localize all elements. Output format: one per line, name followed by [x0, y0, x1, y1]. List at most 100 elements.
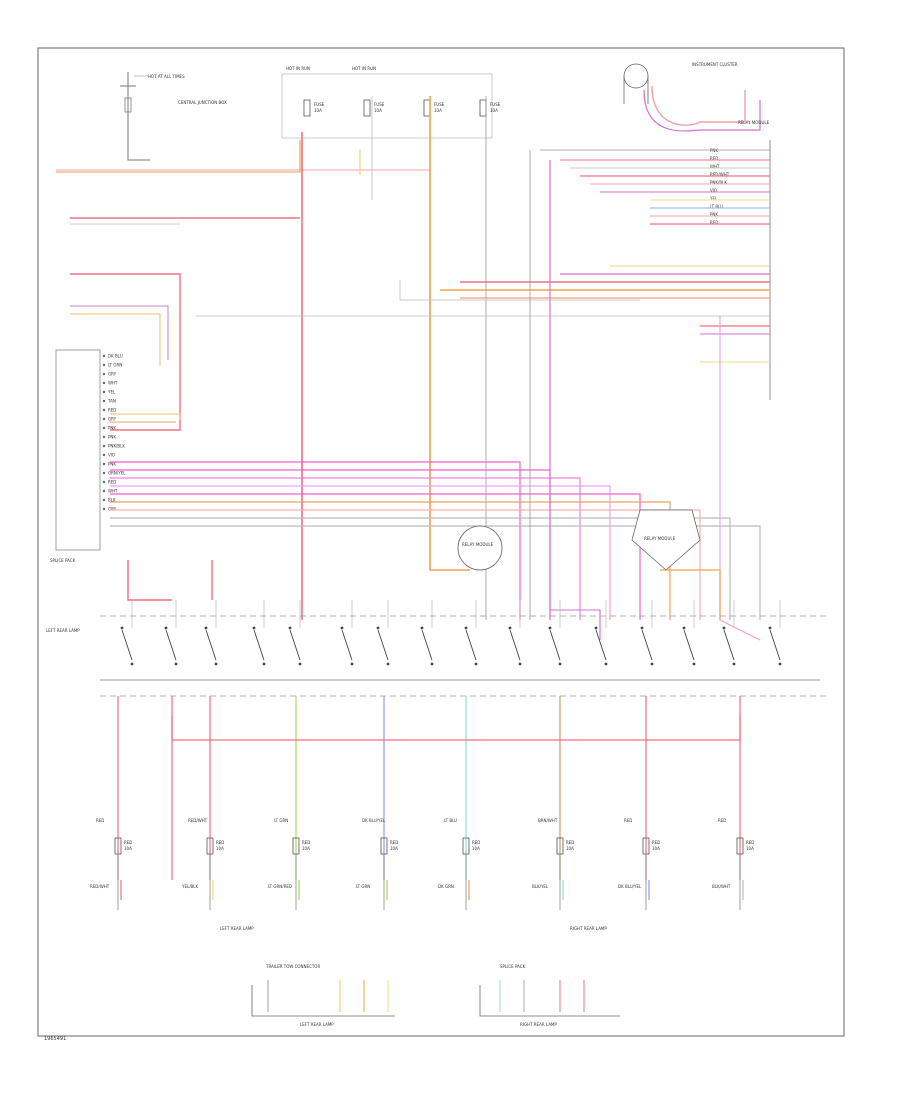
switch-node [340, 626, 344, 630]
switch-node [298, 662, 302, 666]
harness-wire [110, 461, 521, 620]
right-connector-pin-label: RED/WHT [710, 172, 730, 177]
fuse-3: FUSE 10A [423, 99, 445, 117]
diagram-frame [37, 47, 845, 1037]
relay-right: RELAY MODULE [631, 509, 701, 571]
drop-wire-label: RED [718, 818, 726, 823]
right-connector-pin-label: LT BLU [710, 204, 723, 209]
lamp-fuse-label: RED [566, 840, 574, 845]
left-connector-pin-label: LT GRN [108, 363, 122, 368]
cluster-connector-top [623, 63, 761, 132]
left-connector-pin-label: BLK [108, 498, 116, 503]
lamp-label: BLK/YEL [532, 884, 549, 889]
middle-harness [110, 150, 761, 641]
left-connector-pin [102, 381, 106, 385]
switch-contact [341, 629, 353, 661]
svg-text:FUSE: FUSE [374, 102, 385, 107]
switch-node [288, 626, 292, 630]
left-connector-pin-label: DK BLU [108, 354, 123, 359]
right-connector-pin-label: RED [710, 220, 718, 225]
switch-node [376, 626, 380, 630]
fuse-2: FUSE 10A [363, 99, 385, 117]
switch-feed [127, 560, 172, 601]
harness-wire [549, 160, 601, 640]
right-bus-wires [440, 149, 770, 363]
relay-left: RELAY MODULE [457, 525, 503, 571]
fuse-panel-top [281, 73, 493, 139]
switch-node [214, 662, 218, 666]
left-connector-pin-label: GRY [108, 417, 117, 422]
switch-node [252, 626, 256, 630]
switch-node [130, 662, 134, 666]
switch-node [164, 626, 168, 630]
harness-wire [660, 569, 721, 620]
left-connector-pin [102, 444, 106, 448]
switch-node [386, 662, 390, 666]
svg-text:SPLICE PACK: SPLICE PACK [500, 964, 526, 969]
left-connector-pin [102, 489, 106, 493]
switch-contact [421, 629, 433, 661]
left-connector-pin [102, 417, 106, 421]
switch-node [262, 662, 266, 666]
label-hot-in-run: HOT IN RUN [286, 66, 310, 71]
switch-node [204, 626, 208, 630]
left-connector-pin-label: RED [108, 480, 116, 485]
left-connector-pin [102, 462, 106, 466]
lamp-fuse-rating: 10A [652, 846, 660, 851]
switch-contact [289, 629, 301, 661]
bottom-connectors: TRAILER TOW CONNECTOR SPLICE PACK LEFT R… [251, 964, 620, 1027]
left-connector-pin [102, 498, 106, 502]
lamp-label: DK BLU/YEL [618, 884, 642, 889]
switch-node [430, 662, 434, 666]
lamp-fuse-label: RED [472, 840, 480, 845]
lamp-fuse-rating: 10A [124, 846, 132, 851]
battery-feed [120, 72, 150, 161]
left-connector-pin-label: GRY [108, 372, 117, 377]
left-connector-pin-label: PNK [108, 426, 116, 431]
switch-node [604, 662, 608, 666]
svg-text:10A: 10A [374, 108, 382, 113]
switch-contact [769, 629, 781, 661]
harness-wire [110, 493, 641, 620]
switch-contact [121, 629, 133, 661]
label-hot-in-run-2: HOT IN RUN [352, 66, 376, 71]
left-connector-pin-label: TAN [107, 399, 116, 404]
switch-row [100, 560, 820, 681]
left-connector-pin [102, 354, 106, 358]
svg-text:10A: 10A [314, 108, 322, 113]
svg-text:RIGHT REAR LAMP: RIGHT REAR LAMP [520, 1022, 557, 1027]
right-connector-pin-label: YEL [709, 196, 718, 201]
harness-wire [110, 485, 611, 620]
label-left-switch-block: LEFT REAR LAMP [46, 628, 80, 633]
label-instrument-cluster: INSTRUMENT CLUSTER [692, 62, 738, 67]
lamp-fuse-label: RED [746, 840, 754, 845]
label-junction-box: CENTRAL JUNCTION BOX [178, 100, 227, 105]
harness-wire [110, 477, 581, 620]
horizontal-feed-wires [56, 140, 430, 431]
svg-text:RELAY MODULE: RELAY MODULE [644, 536, 676, 541]
svg-text:10A: 10A [434, 108, 442, 113]
switch-contact [205, 629, 217, 661]
left-connector-pin [102, 408, 106, 412]
lamp-fuse-label: RED [216, 840, 224, 845]
harness-wire [719, 316, 761, 641]
fuse-group-top: FUSE 10A FUSE 10A FUSE 10A FUSE 10A [303, 99, 501, 117]
switch-node [682, 626, 686, 630]
left-connector-pin-label: GRY [108, 507, 117, 512]
drop-wire-label: LT GRN [274, 818, 288, 823]
svg-text:LEFT REAR LAMP: LEFT REAR LAMP [300, 1022, 334, 1027]
switch-node [508, 626, 512, 630]
lamp-label: LT GRN [356, 884, 370, 889]
drop-wire-label: DK BLU/YEL [362, 818, 386, 823]
svg-text:10A: 10A [490, 108, 498, 113]
switch-contact [165, 629, 177, 661]
harness-wire [110, 501, 671, 620]
switch-contact [641, 629, 653, 661]
vertical-trunks [196, 96, 770, 620]
drop-wire-label: RED [96, 818, 104, 823]
switch-node [732, 662, 736, 666]
